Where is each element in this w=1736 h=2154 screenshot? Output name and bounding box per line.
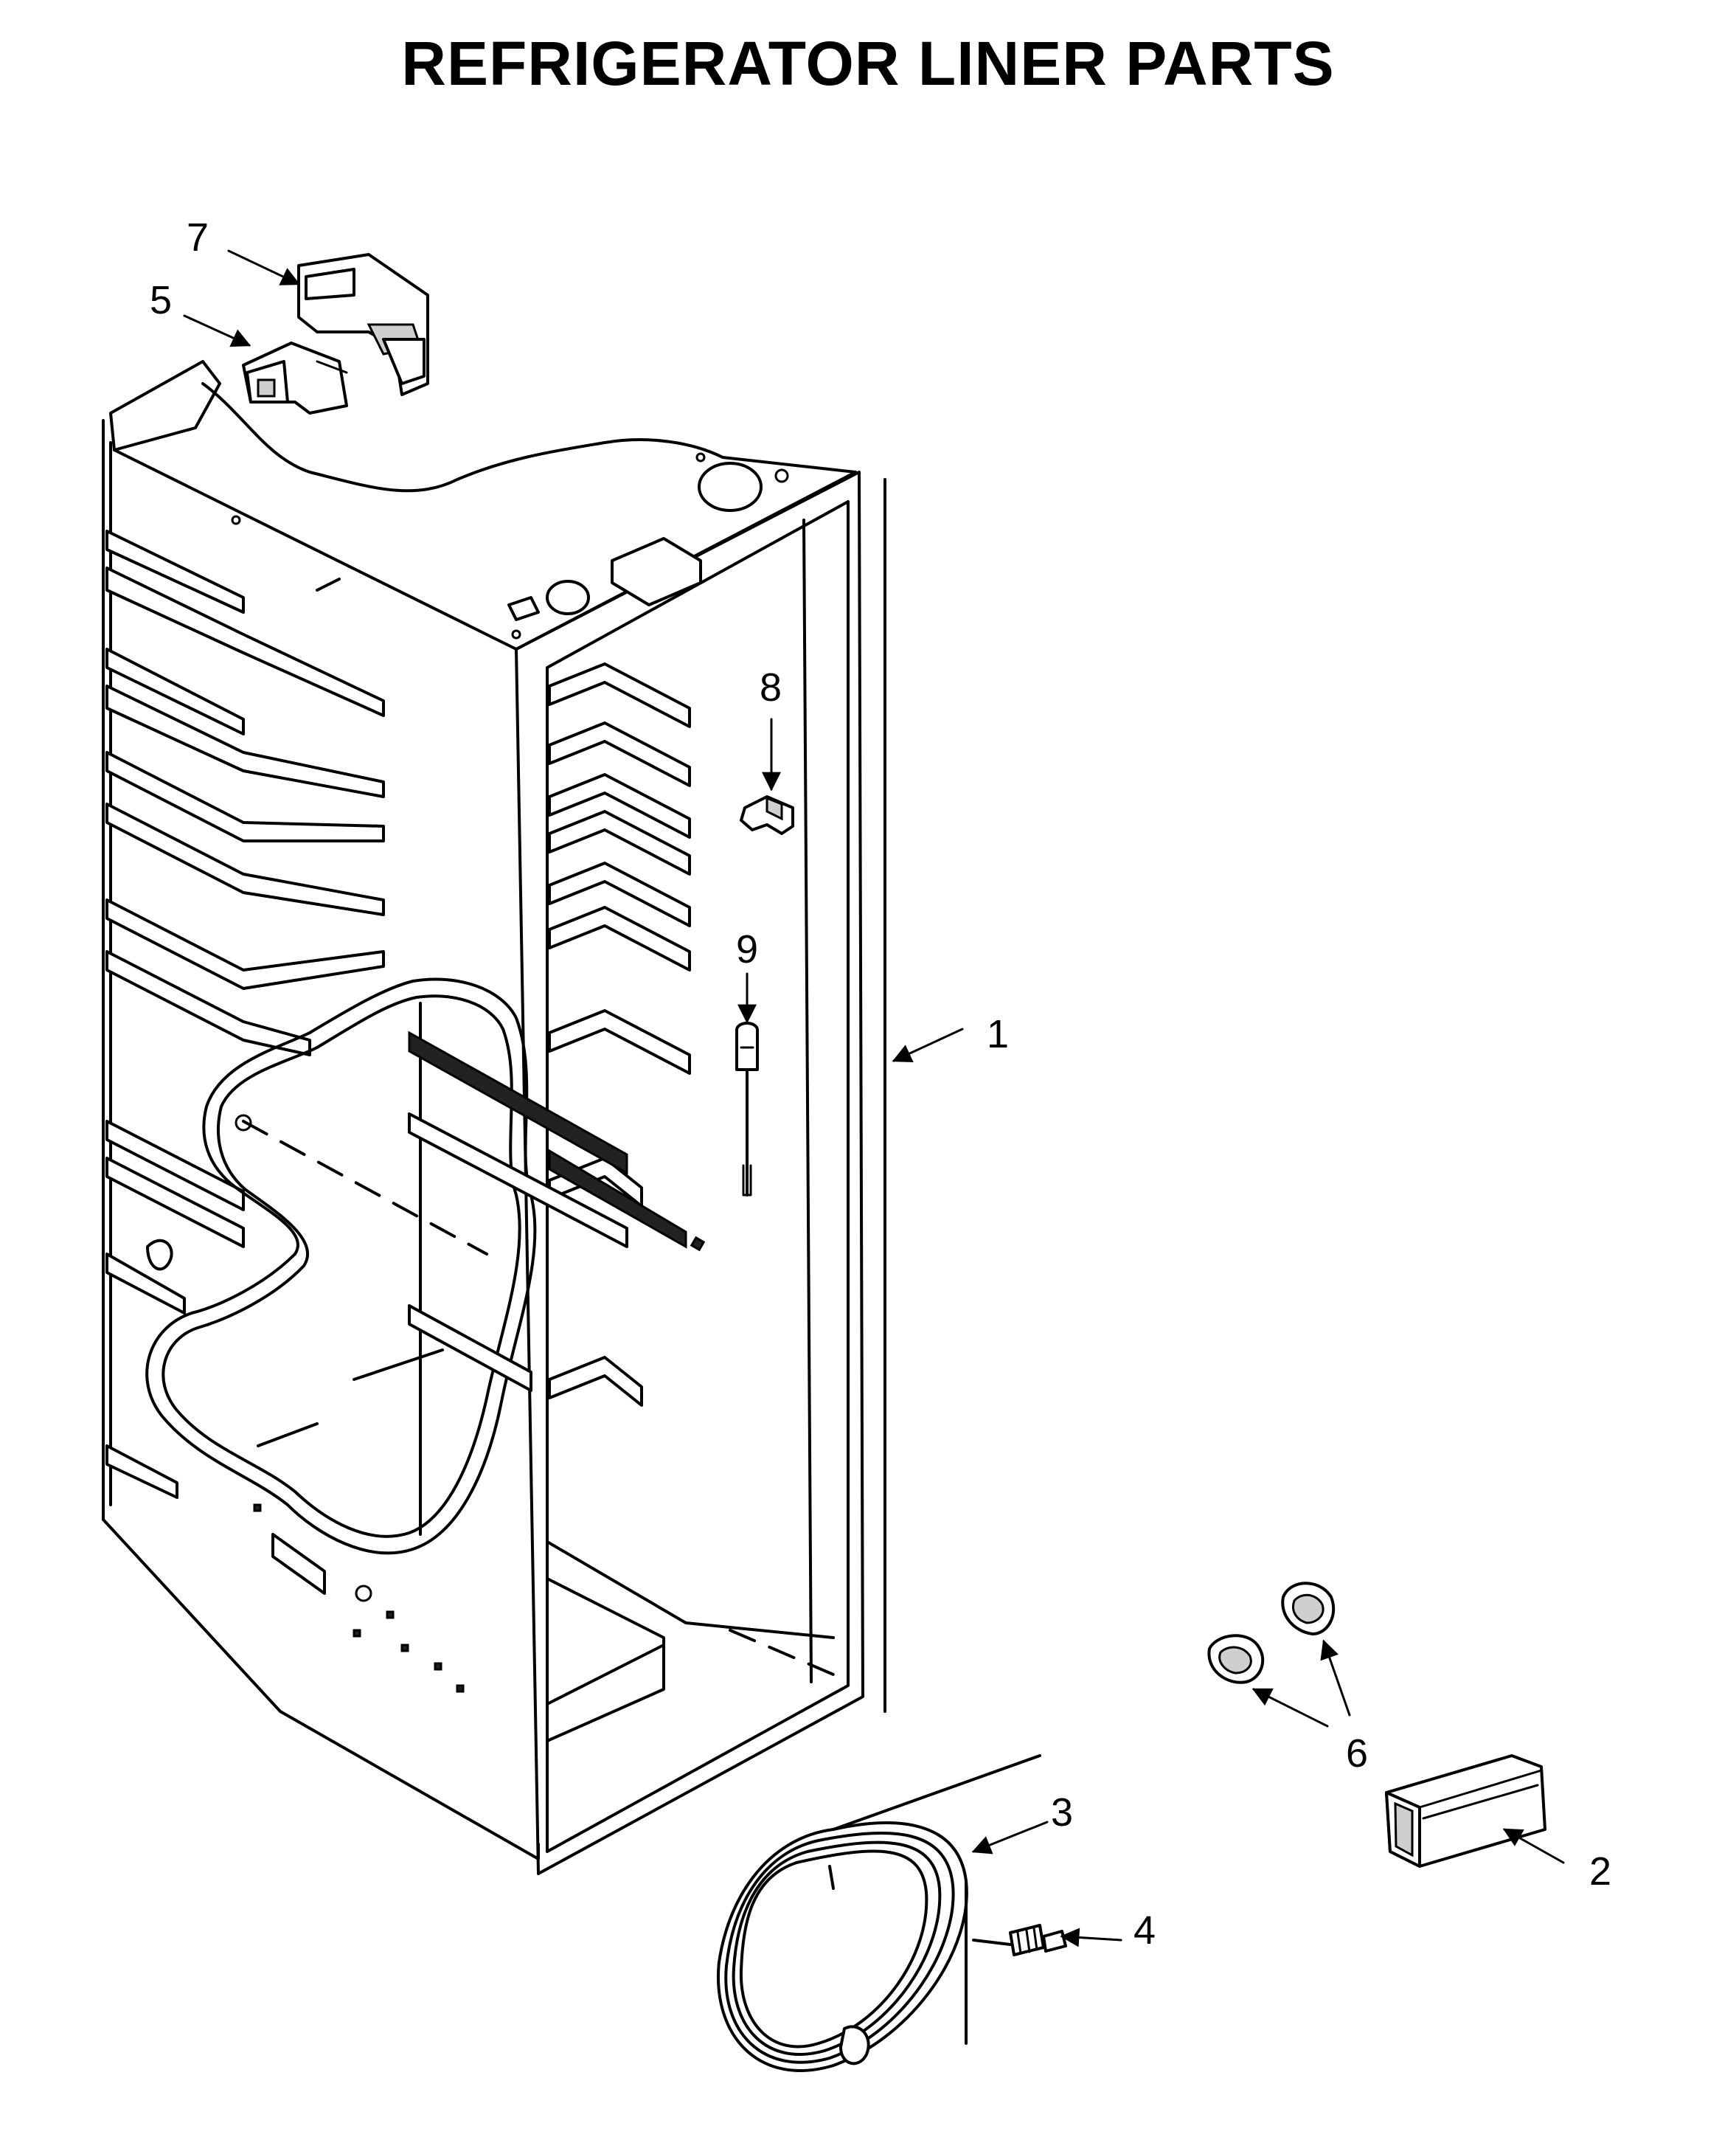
callout-6: 6 [1346,1731,1368,1776]
callout-7: 7 [187,215,209,260]
refrigerator-liner [102,360,886,1875]
callout-1: 1 [987,1012,1009,1056]
callout-3: 3 [1051,1790,1073,1835]
cutaway-view [145,977,706,1555]
callout-9: 9 [736,927,758,972]
part-9-thermistor [735,1022,759,1197]
callout-2: 2 [1589,1849,1611,1894]
part-4-screw [972,1924,1067,1956]
liner-details [146,452,789,1693]
callout-8: 8 [760,665,782,710]
part-8-clip [740,795,794,835]
part-2-trough [1385,1754,1546,1868]
part-3-water-tube [717,1754,1041,2072]
part-5-connector [242,342,348,415]
left-shelf-rails [105,530,385,1595]
page-title: REFRIGERATOR LINER PARTS [401,29,1335,98]
callout-leaders [183,249,1565,1947]
callout-5: 5 [150,278,172,322]
right-shelf-rails [548,662,691,1407]
part-7-control-housing [297,253,429,396]
callout-4: 4 [1133,1908,1156,1953]
part-6-caps [1207,1582,1336,1684]
